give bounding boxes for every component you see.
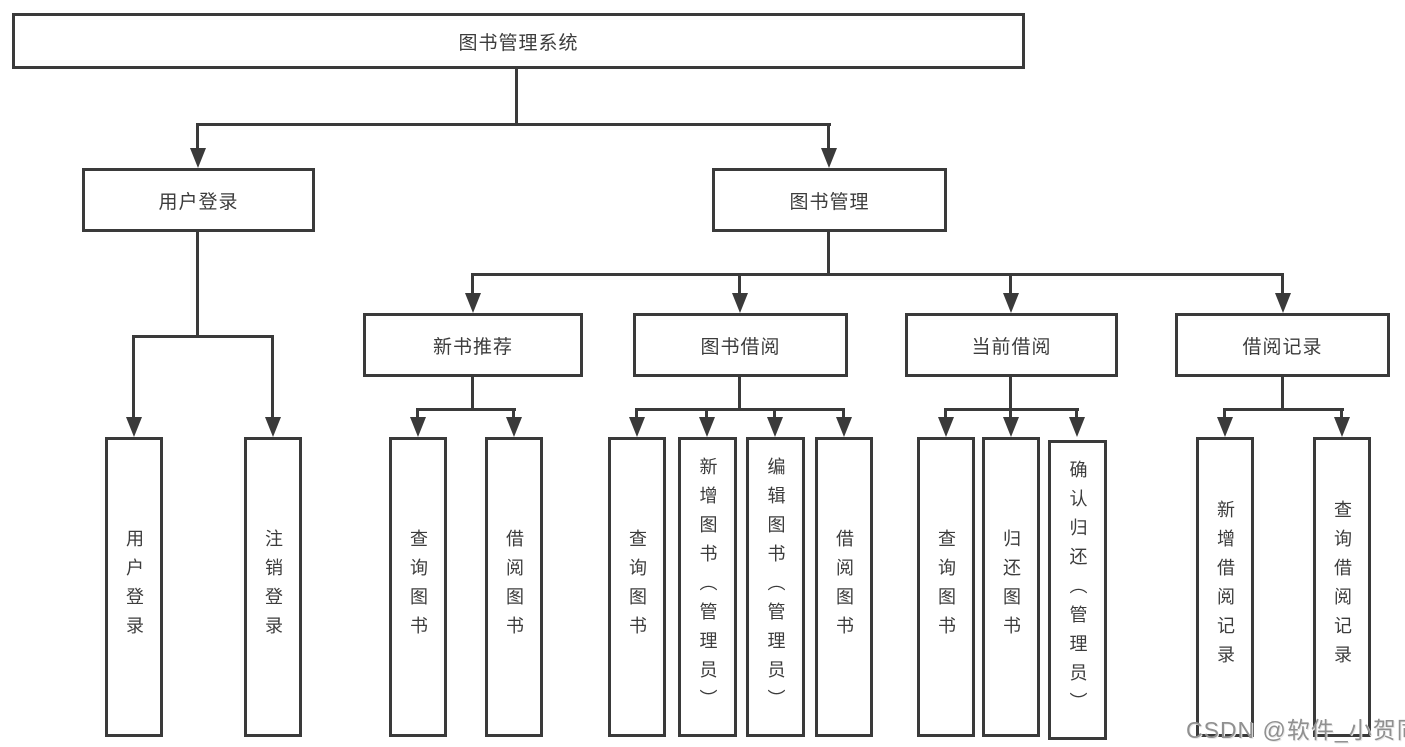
tree-connector [1223, 408, 1344, 411]
leaf-borrow-books-recommend: 借阅图书 [485, 437, 543, 737]
tree-connector [515, 69, 518, 125]
node-label: 图书管理 [789, 191, 870, 213]
node-label: 当前借阅 [971, 336, 1052, 358]
arrow-down-icon [1003, 417, 1019, 437]
tree-connector [512, 408, 515, 422]
arrow-down-icon [410, 417, 426, 437]
tree-connector [738, 377, 741, 410]
arrow-down-icon [629, 417, 645, 437]
leaf-return-books: 归还图书 [982, 437, 1040, 737]
leaf-label: 确认归还（管理员） [1067, 459, 1088, 721]
arrow-down-icon [836, 417, 852, 437]
node-label: 图书借阅 [700, 336, 781, 358]
tree-connector [738, 273, 741, 296]
node-user-login: 用户登录 [82, 168, 315, 232]
tree-connector [1281, 377, 1284, 410]
leaf-label: 借阅图书 [834, 529, 854, 645]
arrow-down-icon [465, 293, 481, 313]
node-current-borrowing: 当前借阅 [905, 313, 1118, 377]
tree-connector [132, 335, 135, 421]
tree-connector [944, 408, 947, 422]
node-label: 用户登录 [158, 191, 239, 213]
leaf-logout: 注销登录 [244, 437, 302, 737]
arrow-down-icon [126, 417, 142, 437]
leaf-label: 查询借阅记录 [1332, 500, 1352, 674]
tree-connector [471, 273, 1284, 276]
arrow-down-icon [732, 293, 748, 313]
arrow-down-icon [1334, 417, 1350, 437]
leaf-query-books-borrowing: 查询图书 [608, 437, 666, 737]
tree-connector [1009, 408, 1012, 422]
node-label: 借阅记录 [1242, 336, 1323, 358]
node-new-book-recommend: 新书推荐 [363, 313, 583, 377]
leaf-edit-books-admin: 编辑图书（管理员） [746, 437, 805, 737]
node-borrowing-records: 借阅记录 [1175, 313, 1390, 377]
csdn-watermark: CSDN @软件_小贺同学 [1186, 717, 1405, 743]
tree-connector [827, 123, 830, 153]
tree-connector [1009, 273, 1012, 296]
arrow-down-icon [821, 148, 837, 168]
tree-connector [1009, 377, 1012, 410]
tree-connector [471, 273, 474, 296]
tree-connector [132, 335, 274, 338]
tree-connector [773, 408, 776, 422]
arrow-down-icon [699, 417, 715, 437]
leaf-label: 新增借阅记录 [1215, 500, 1235, 674]
leaf-query-borrow-record: 查询借阅记录 [1313, 437, 1371, 737]
node-book-borrowing: 图书借阅 [633, 313, 848, 377]
tree-connector [196, 232, 199, 338]
tree-connector [416, 408, 516, 411]
leaf-borrow-books: 借阅图书 [815, 437, 873, 737]
tree-connector [827, 232, 830, 275]
tree-connector [1223, 408, 1226, 422]
arrow-down-icon [506, 417, 522, 437]
tree-connector [196, 123, 831, 126]
tree-connector [271, 335, 274, 421]
arrow-down-icon [938, 417, 954, 437]
leaf-query-books-current: 查询图书 [917, 437, 975, 737]
tree-connector [1340, 408, 1343, 422]
leaf-label: 查询图书 [936, 529, 956, 645]
tree-connector [635, 408, 845, 411]
leaf-label: 归还图书 [1001, 529, 1021, 645]
tree-connector [196, 123, 199, 153]
arrow-down-icon [1217, 417, 1233, 437]
node-book-management: 图书管理 [712, 168, 947, 232]
leaf-user-login: 用户登录 [105, 437, 163, 737]
leaf-confirm-return-admin: 确认归还（管理员） [1048, 440, 1107, 740]
tree-connector [705, 408, 708, 422]
node-label: 图书管理系统 [458, 32, 579, 54]
node-label: 新书推荐 [432, 336, 513, 358]
leaf-query-books-recommend: 查询图书 [389, 437, 447, 737]
leaf-add-borrow-record: 新增借阅记录 [1196, 437, 1254, 737]
node-library-management-system: 图书管理系统 [12, 13, 1025, 69]
leaf-label: 用户登录 [124, 529, 144, 645]
leaf-label: 查询图书 [408, 529, 428, 645]
leaf-label: 注销登录 [263, 529, 283, 645]
tree-connector [471, 377, 474, 410]
tree-connector [1075, 408, 1078, 422]
arrow-down-icon [767, 417, 783, 437]
leaf-add-books-admin: 新增图书（管理员） [678, 437, 737, 737]
arrow-down-icon [265, 417, 281, 437]
leaf-label: 新增图书（管理员） [697, 456, 718, 718]
leaf-label: 编辑图书（管理员） [765, 456, 786, 718]
tree-connector [1281, 273, 1284, 296]
tree-connector [635, 408, 638, 422]
tree-connector [416, 408, 419, 422]
arrow-down-icon [1069, 417, 1085, 437]
arrow-down-icon [190, 148, 206, 168]
tree-connector [842, 408, 845, 422]
arrow-down-icon [1275, 293, 1291, 313]
leaf-label: 借阅图书 [504, 529, 524, 645]
arrow-down-icon [1003, 293, 1019, 313]
leaf-label: 查询图书 [627, 529, 647, 645]
